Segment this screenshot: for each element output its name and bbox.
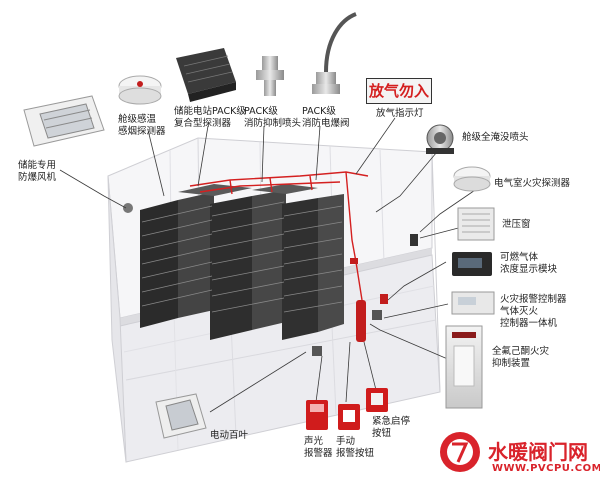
vent-icon	[457, 207, 495, 241]
label-pack-valve: PACK级 消防电爆阀	[302, 106, 350, 129]
in-box-components	[123, 203, 418, 356]
box-alarm	[380, 294, 388, 304]
nozzle-icon	[256, 56, 284, 96]
box-module	[372, 310, 382, 320]
label-smoke-temp-detector: 舱级感温 感烟探测器	[118, 114, 166, 137]
extinguisher-cylinder	[356, 300, 366, 342]
extinguisher-cabinet-icon	[445, 325, 483, 409]
label-explosion-fan: 储能专用 防爆风机	[18, 160, 57, 183]
fire-pipes	[189, 171, 369, 301]
label-extinguishing-device: 全氟己酮火灾 抑制装置	[492, 346, 550, 369]
louver-icon	[155, 393, 207, 439]
logo-icon	[440, 432, 480, 472]
gas-warning-sign: 放气勿入	[366, 78, 432, 104]
callout-lines	[59, 117, 485, 413]
controller-icon	[451, 291, 495, 315]
box-vent	[410, 234, 418, 246]
watermark-url: WWW.PVCPU.COM	[492, 463, 600, 474]
box-valve	[350, 258, 358, 264]
label-gas-concentration-module: 可燃气体 浓度显示模块	[500, 252, 558, 275]
label-pressure-vent: 泄压窗	[502, 219, 531, 230]
label-gas-light: 放气指示灯	[376, 108, 424, 119]
label-sound-light-alarm: 声光 报警器	[304, 436, 333, 459]
box-fan	[123, 203, 133, 213]
label-pack-nozzle: PACK级 消防抑制喷头	[244, 106, 302, 129]
label-flood-nozzle: 舱级全淹没喷头	[462, 132, 529, 143]
battery-racks	[140, 184, 344, 340]
manual-button-icon	[338, 404, 360, 430]
alarm-icon	[306, 400, 328, 430]
label-emergency-button: 紧急启停 按钮	[372, 416, 411, 439]
watermark-brand: 水暖阀门网	[488, 440, 588, 464]
box-panel	[312, 346, 322, 356]
flood-nozzle-icon	[426, 124, 454, 154]
label-electric-louver: 电动百叶	[210, 430, 249, 441]
label-pack-composite-detector: 储能电站PACK级 复合型探测器	[174, 106, 246, 129]
gas-module-icon	[452, 252, 492, 276]
label-manual-alarm-button: 手动 报警按钮	[336, 436, 375, 459]
valve-icon	[312, 12, 357, 94]
label-electrical-fire-detector: 电气室火灾探测器	[494, 178, 571, 189]
emergency-button-icon	[366, 388, 388, 412]
pack-detector-icon	[176, 48, 236, 102]
label-fire-alarm-controller: 火灾报警控制器 气体灭火 控制器一体机	[500, 294, 567, 329]
fan-icon	[23, 95, 105, 147]
smoke-detector-icon	[118, 75, 162, 105]
heat-detector-icon	[453, 166, 491, 192]
